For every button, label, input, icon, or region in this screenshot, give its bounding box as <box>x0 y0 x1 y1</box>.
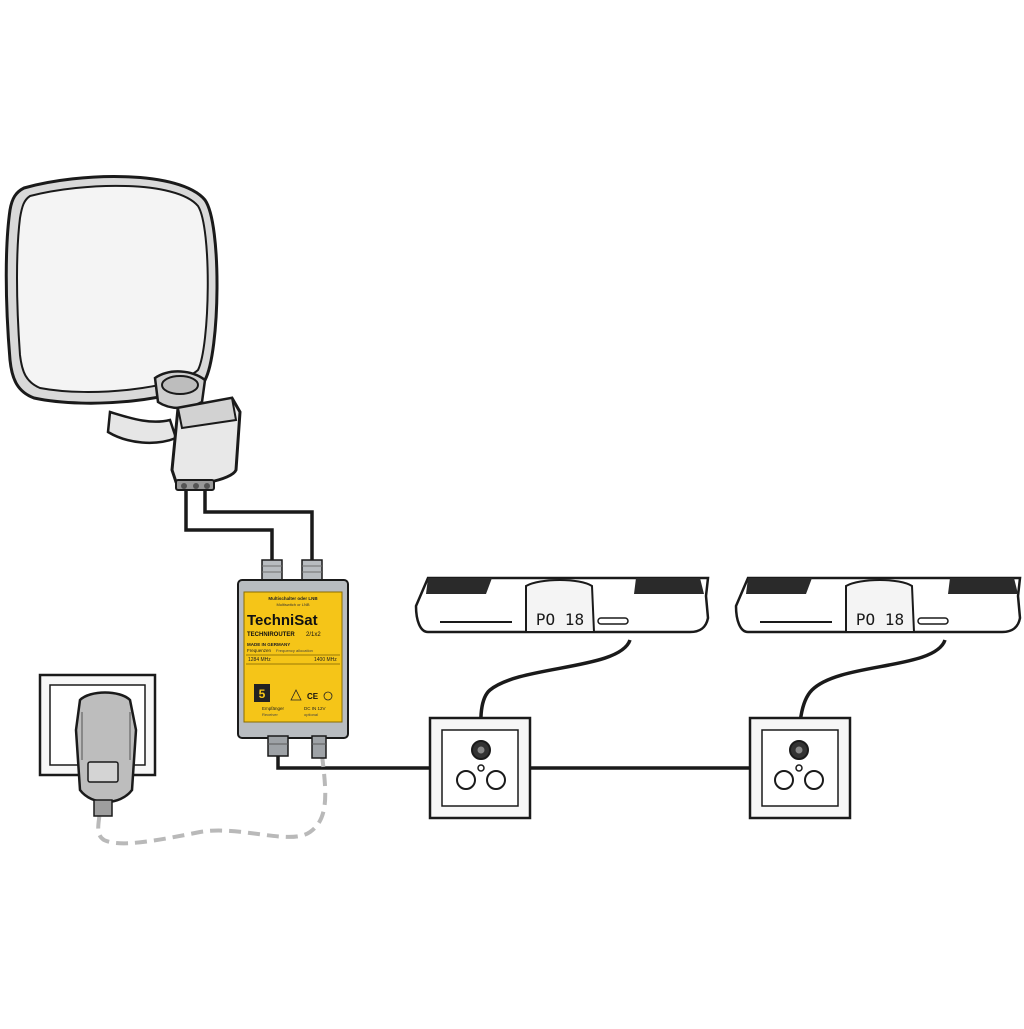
antenna-wall-outlet-icon <box>748 716 852 820</box>
receiver-1-display: PO 18 <box>536 610 584 629</box>
certification-badge-icon <box>254 684 270 702</box>
power-adapter-icon <box>74 691 138 817</box>
router-input-label-en: Multiswitch or LNB <box>276 602 309 607</box>
router-freq-label-en: Frequency allocation <box>276 648 313 653</box>
router-input-label: Multischalter oder LNB <box>268 596 318 601</box>
satellite-dish-icon <box>4 175 219 444</box>
router-model: TECHNIROUTER <box>247 632 295 638</box>
lnb-icon <box>170 396 242 491</box>
badge-5-icon: 5 <box>259 687 266 701</box>
output-connectors <box>267 735 327 759</box>
receiver-2-display: PO 18 <box>856 610 904 629</box>
router-model-suffix: 2/1x2 <box>306 632 321 638</box>
router-power-label: DC IN 12V <box>304 706 326 711</box>
warning-icon <box>290 689 302 701</box>
router-freq-1: 1284 MHz <box>248 657 271 663</box>
router-freq-2: 1400 MHz <box>314 657 337 663</box>
technirouter-device: Multischalter oder LNB Multiswitch or LN… <box>237 559 349 759</box>
router-output-label: Empfänger <box>262 706 285 711</box>
polarity-icon <box>323 691 333 701</box>
router-brand: TechniSat <box>247 612 318 629</box>
ce-mark: CE <box>307 692 319 701</box>
power-cable-dashed <box>96 754 328 846</box>
set-top-box-icon: PO 18 <box>414 576 710 634</box>
router-power-label-en: optional <box>304 712 318 717</box>
router-output-label-en: Receiver <box>262 712 278 717</box>
antenna-wall-outlet-icon <box>428 716 532 820</box>
router-freq-label: Frequenzen <box>247 648 272 653</box>
router-made-in: MADE IN GERMANY <box>247 642 290 647</box>
set-top-box-icon: PO 18 <box>734 576 1022 634</box>
